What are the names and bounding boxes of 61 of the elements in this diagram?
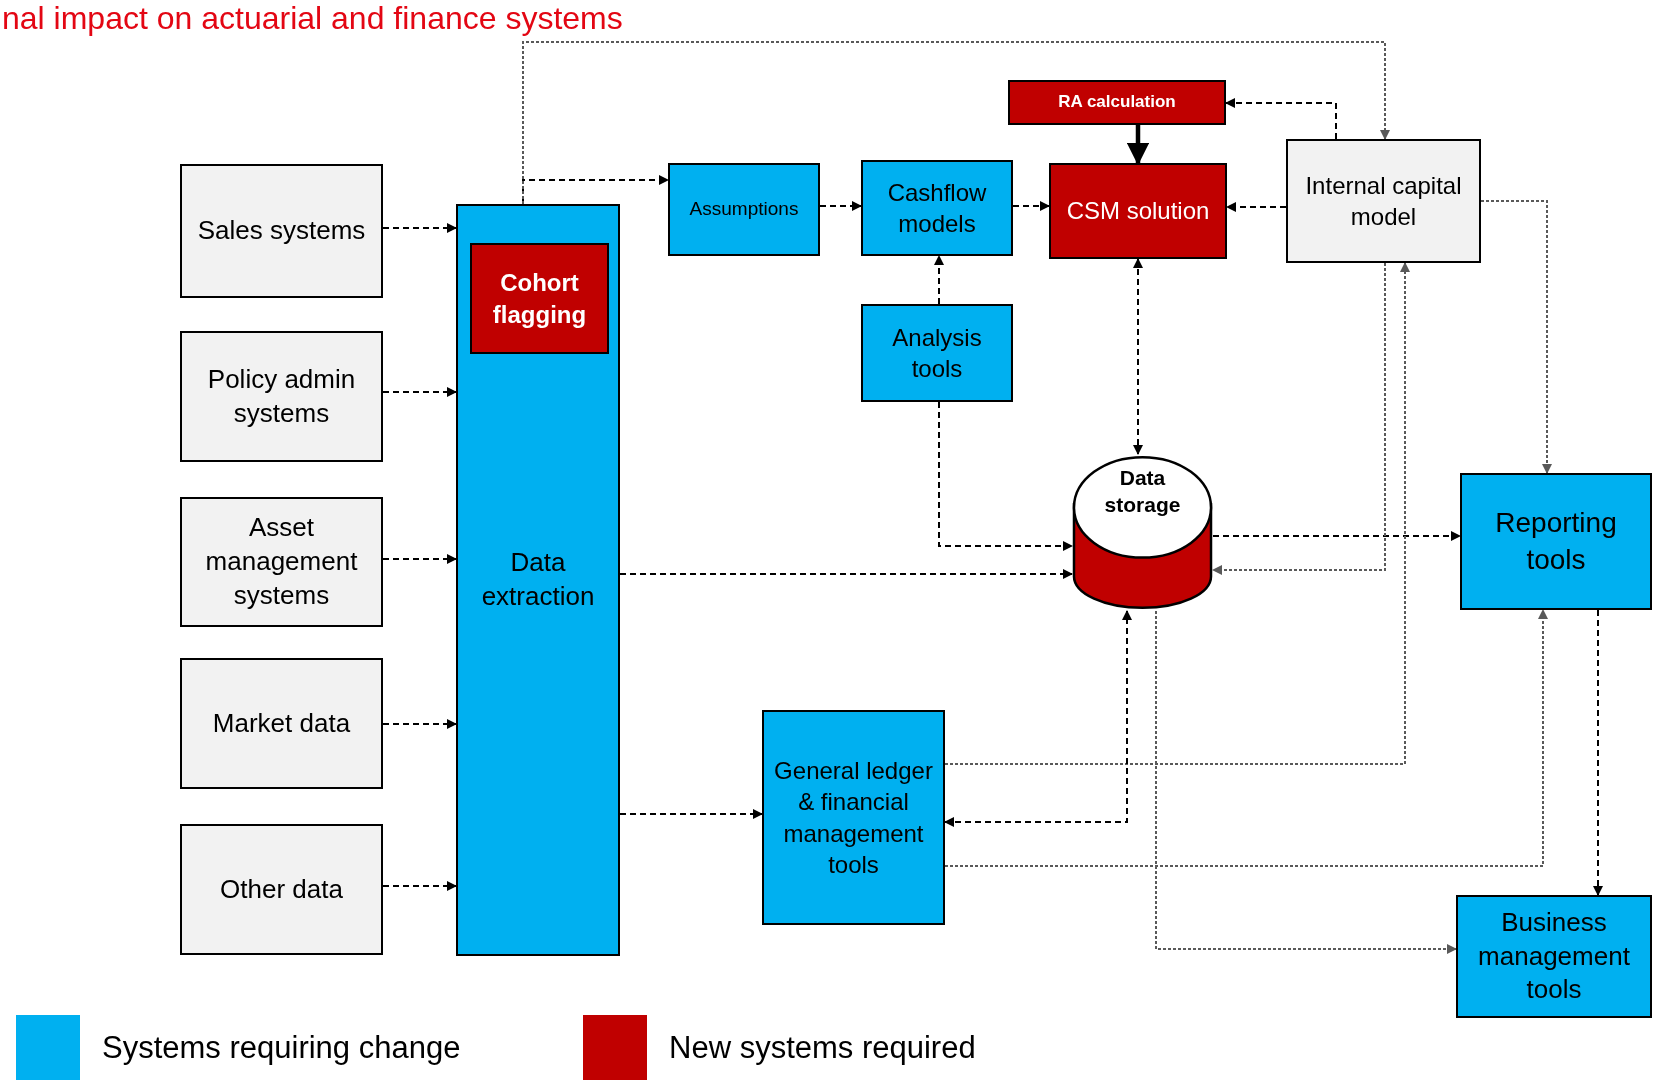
arrow <box>1225 98 1337 140</box>
arrow <box>1133 258 1143 455</box>
arrow <box>1012 201 1050 211</box>
arrow <box>382 554 457 564</box>
legend-label: New systems required <box>669 1030 976 1066</box>
node-label: Other data <box>219 872 344 906</box>
legend-label: Systems requiring change <box>102 1030 461 1066</box>
node-label: RA calculation <box>1057 91 1177 114</box>
system-box <box>1286 139 1481 263</box>
node-label: Analysis tools <box>891 322 983 384</box>
system-box <box>1456 895 1652 1018</box>
node-label: Asset management systems <box>204 511 359 612</box>
arrow <box>1226 202 1287 212</box>
title: nal impact on actuarial and finance systems <box>2 0 623 37</box>
node-label: Sales systems <box>196 214 367 248</box>
arrow <box>944 262 1410 765</box>
node-label: Reporting tools <box>1494 506 1618 577</box>
node-label: Market data <box>211 706 352 740</box>
system-box <box>180 331 383 462</box>
arrow <box>382 223 457 233</box>
system-box <box>861 304 1013 402</box>
node-label: Assumptions <box>688 197 800 222</box>
system-box <box>456 204 620 956</box>
node-label: General ledger & financial management tools <box>773 756 934 880</box>
arrow <box>1155 610 1457 954</box>
system-box <box>762 710 945 925</box>
arrow <box>382 387 457 397</box>
arrow <box>944 610 1132 827</box>
new-system-box <box>1049 163 1227 259</box>
node-label: Business management tools <box>1477 905 1631 1007</box>
new-system-box <box>1008 80 1226 125</box>
node-label: Data storage <box>1103 465 1182 519</box>
arrow <box>1480 200 1552 474</box>
system-box <box>180 824 383 955</box>
arrow <box>619 809 763 819</box>
arrow <box>522 41 1390 205</box>
node-label: CSM solution <box>1065 196 1211 227</box>
arrow <box>819 201 862 211</box>
system-box <box>668 163 820 256</box>
system-box <box>861 160 1013 256</box>
arrow <box>382 719 457 729</box>
system-box <box>180 497 383 627</box>
node-label: Data extraction <box>480 546 596 613</box>
system-box <box>1460 473 1652 610</box>
system-box <box>180 658 383 789</box>
arrow <box>382 881 457 891</box>
arrow <box>1593 609 1603 896</box>
arrow <box>1212 262 1386 575</box>
arrow <box>619 569 1073 579</box>
database-cylinder <box>1072 454 1213 611</box>
arrow <box>1212 531 1461 541</box>
arrow <box>938 401 1073 551</box>
node-label: Cashflow models <box>886 177 988 239</box>
node-label: Internal capital model <box>1304 170 1463 232</box>
node-label: Cohort flagging <box>491 268 588 330</box>
system-box <box>180 164 383 298</box>
arrow <box>934 255 944 305</box>
arrow <box>944 609 1548 867</box>
new-system-box <box>470 243 609 354</box>
arrow <box>1126 125 1150 166</box>
node-label: Policy admin systems <box>206 362 357 430</box>
